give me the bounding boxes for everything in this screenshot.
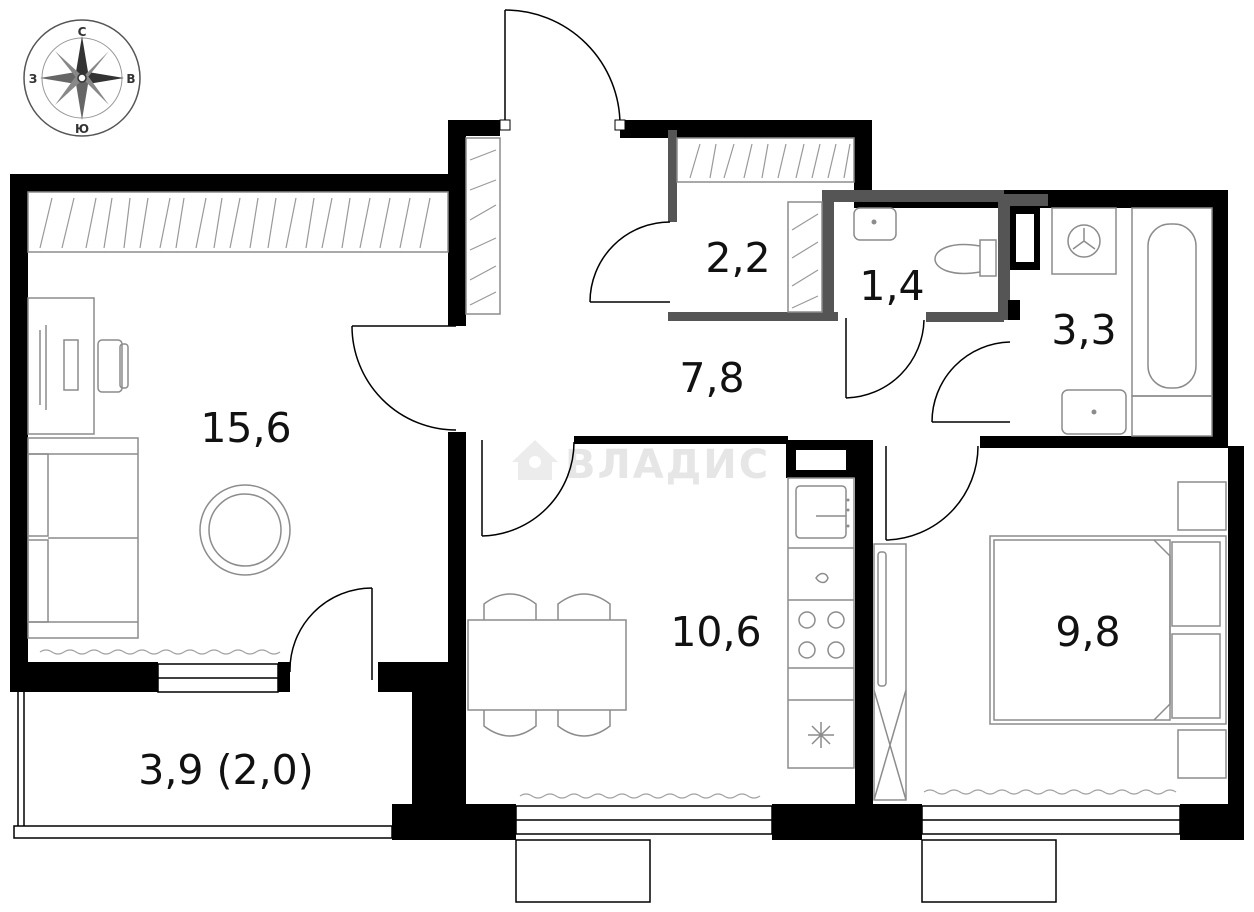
watermark-text: ВЛАДИС: [565, 442, 770, 488]
compass-north: С: [78, 25, 87, 39]
storage-area: 2,2: [705, 234, 770, 282]
toilet-area: 1,4: [859, 262, 924, 310]
kitchen-area: 10,6: [670, 608, 761, 656]
living-room-furniture: [27, 137, 501, 655]
watermark: ВЛАДИС: [512, 440, 770, 488]
kitchen-furniture: [467, 477, 855, 799]
bathroom-area: 3,3: [1051, 306, 1116, 354]
compass-east: В: [126, 72, 135, 86]
doors: [289, 9, 1011, 680]
living-room-area: 15,6: [200, 404, 291, 452]
storage-furniture: [676, 137, 855, 313]
balcony-area: 3,9 (2,0): [138, 746, 313, 794]
partitions: [668, 130, 1048, 322]
exterior-walls: [10, 120, 1244, 840]
compass-south: Ю: [75, 122, 89, 136]
bedroom-area: 9,8: [1055, 608, 1120, 656]
windows: [13, 663, 1181, 903]
bedroom-furniture: [873, 481, 1227, 801]
compass-west: З: [29, 72, 38, 86]
compass-rose: С Ю З В: [23, 19, 141, 137]
room-labels: 15,6 2,2 1,4 3,3 7,8 10,6 9,8 3,9 (2,0): [138, 234, 1120, 794]
hallway-area: 7,8: [679, 354, 744, 402]
bathroom-fixtures: [853, 207, 1213, 437]
